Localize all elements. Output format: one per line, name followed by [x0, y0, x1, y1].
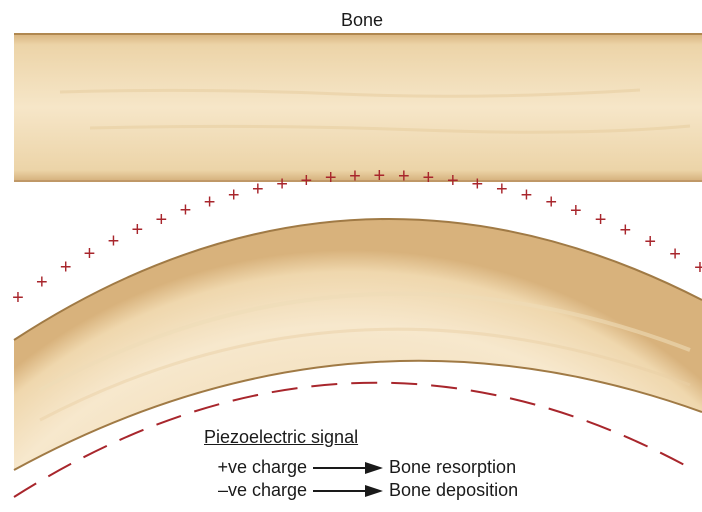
plus-charge-mark: + [447, 170, 459, 192]
plus-charge-mark: + [204, 192, 216, 214]
plus-charge-mark: + [132, 219, 144, 241]
arrow-right-icon [313, 484, 383, 498]
legend-effect-resorption: Bone resorption [389, 457, 516, 478]
plus-charge-mark: + [595, 209, 607, 231]
plus-charge-mark: + [349, 166, 361, 188]
plus-charge-mark: + [496, 179, 508, 201]
plus-charge-mark: + [252, 179, 264, 201]
plus-charge-mark: + [60, 257, 72, 279]
plus-charge-mark: + [36, 271, 48, 293]
plus-charge-mark: + [570, 200, 582, 222]
legend-row-negative: –ve charge Bone deposition [195, 480, 518, 501]
plus-charge-mark: + [374, 165, 386, 187]
straight-bone [14, 33, 702, 182]
plus-charge-mark: + [325, 167, 337, 189]
plus-charge-mark: + [471, 174, 483, 196]
plus-charge-mark: + [301, 170, 313, 192]
plus-charge-mark: + [669, 243, 681, 265]
plus-charge-mark: + [276, 174, 288, 196]
legend-charge-negative: –ve charge [195, 480, 307, 501]
plus-charge-mark: + [228, 184, 240, 206]
plus-charge-mark: + [12, 287, 24, 309]
legend-row-positive: +ve charge Bone resorption [195, 457, 516, 478]
arrow-right-icon [313, 461, 383, 475]
diagram-title: Bone [341, 10, 383, 31]
plus-charge-mark: + [180, 200, 192, 222]
plus-charge-mark: + [398, 166, 410, 188]
plus-charge-mark: + [108, 231, 120, 253]
plus-charge-mark: + [644, 231, 656, 253]
plus-charge-mark: + [422, 167, 434, 189]
legend-heading: Piezoelectric signal [204, 427, 358, 448]
plus-charge-mark: + [521, 185, 533, 207]
plus-charge-mark: + [156, 209, 168, 231]
plus-charge-mark: + [84, 243, 96, 265]
legend-charge-positive: +ve charge [195, 457, 307, 478]
legend-effect-deposition: Bone deposition [389, 480, 518, 501]
plus-charge-mark: + [694, 257, 702, 279]
plus-charge-mark: + [545, 192, 557, 214]
plus-charge-mark: + [620, 220, 632, 242]
